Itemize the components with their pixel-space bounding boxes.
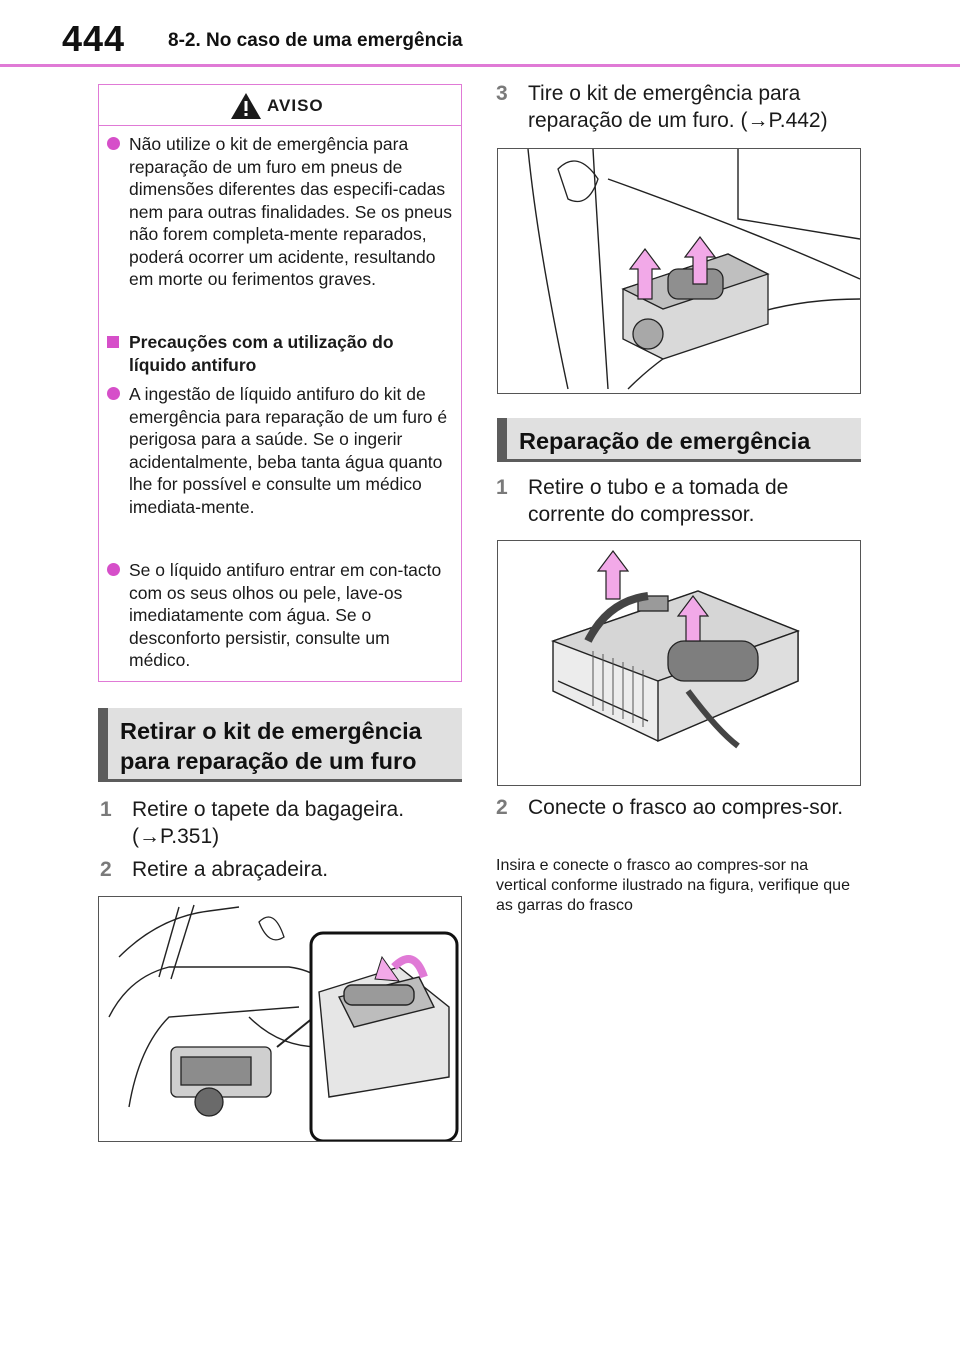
heading-remove-kit: Retirar o kit de emergência para reparaç…: [98, 708, 462, 782]
step-text: Tire o kit de emergência para reparação …: [528, 82, 828, 132]
step-number: 3: [496, 82, 508, 105]
step-remove-1: 1 Retire o tapete da bagageira. (→P.351): [100, 796, 460, 850]
step-text: Retire o tapete da bagageira. (→P.351): [132, 798, 405, 848]
figure-trunk-clamp: [98, 896, 462, 1142]
warning-subheading-text: Precauções com a utilização do líquido a…: [129, 332, 394, 375]
page-header: 444 8-2. No caso de uma emergência: [0, 0, 960, 67]
warning-item-text: Se o líquido antifuro entrar em con-tact…: [129, 560, 442, 670]
warning-item-text: A ingestão de líquido antifuro do kit de…: [129, 384, 448, 517]
step-number: 1: [100, 798, 112, 821]
warning-item-text: Não utilize o kit de emergência para rep…: [129, 134, 452, 289]
repair-instructions-text: Insira e conecte o frasco ao compres-sor…: [496, 857, 850, 914]
step-number: 1: [496, 476, 508, 499]
step-text: Conecte o frasco ao compres-sor.: [528, 796, 844, 819]
step-remove-3: 3 Tire o kit de emergência para reparaçã…: [496, 80, 860, 134]
bullet-square-icon: [107, 336, 119, 348]
heading-emergency-repair: Reparação de emergência: [497, 418, 861, 462]
page-number: 444: [62, 18, 126, 59]
warning-subheading: Precauções com a utilização do líquido a…: [107, 331, 455, 376]
step-remove-2: 2 Retire a abraçadeira.: [100, 856, 460, 883]
step-text: Retire a abraçadeira.: [132, 858, 329, 881]
warning-item: Não utilize o kit de emergência para rep…: [107, 133, 455, 291]
section-title: 8-2. No caso de uma emergência: [168, 30, 463, 51]
warning-header: AVISO: [99, 85, 461, 126]
warning-box: AVISO Não utilize o kit de emergência pa…: [98, 84, 462, 682]
step-number: 2: [496, 796, 508, 819]
warning-triangle-icon: [231, 93, 261, 119]
warning-item: A ingestão de líquido antifuro do kit de…: [107, 383, 455, 518]
step-text: Retire o tubo e a tomada de corrente do …: [528, 476, 789, 526]
step-repair-1: 1 Retire o tubo e a tomada de corrente d…: [496, 474, 860, 528]
bullet-dot-icon: [107, 137, 120, 150]
header-divider: [0, 64, 960, 67]
step-number: 2: [100, 858, 112, 881]
figure-compressor-tube: [497, 540, 861, 786]
warning-title: AVISO: [267, 96, 324, 115]
warning-item: Se o líquido antifuro entrar em con-tact…: [107, 559, 455, 672]
step-repair-2: 2 Conecte o frasco ao compres-sor.: [496, 794, 860, 821]
figure-lift-kit: [497, 148, 861, 394]
bullet-dot-icon: [107, 563, 120, 576]
bullet-dot-icon: [107, 387, 120, 400]
